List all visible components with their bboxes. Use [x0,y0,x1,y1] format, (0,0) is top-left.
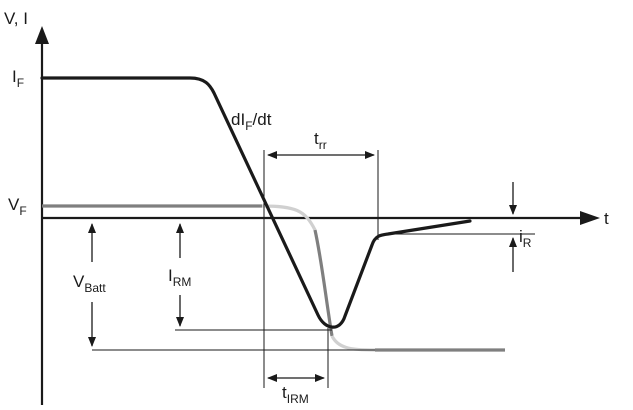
voltage-curve-drop [313,229,334,337]
voltage-curve-settle-light [330,335,376,352]
y-axis-arrowhead [35,26,49,44]
trr-label: trr [314,129,327,152]
tirm-label: tIRM [282,383,309,406]
ir-label: iR [519,227,532,250]
voltage-curve-transition-light [261,204,317,231]
irm-label: IRM [168,266,191,289]
vf-label: VF [8,195,27,218]
x-axis-label: t [604,209,609,228]
current-curve [40,76,472,329]
didt-label: dIF/dt [231,110,272,133]
if-label: IF [12,67,24,90]
vbatt-label: VBatt [73,272,106,295]
x-axis-arrowhead [580,211,600,225]
y-axis-label: V, I [4,9,28,28]
